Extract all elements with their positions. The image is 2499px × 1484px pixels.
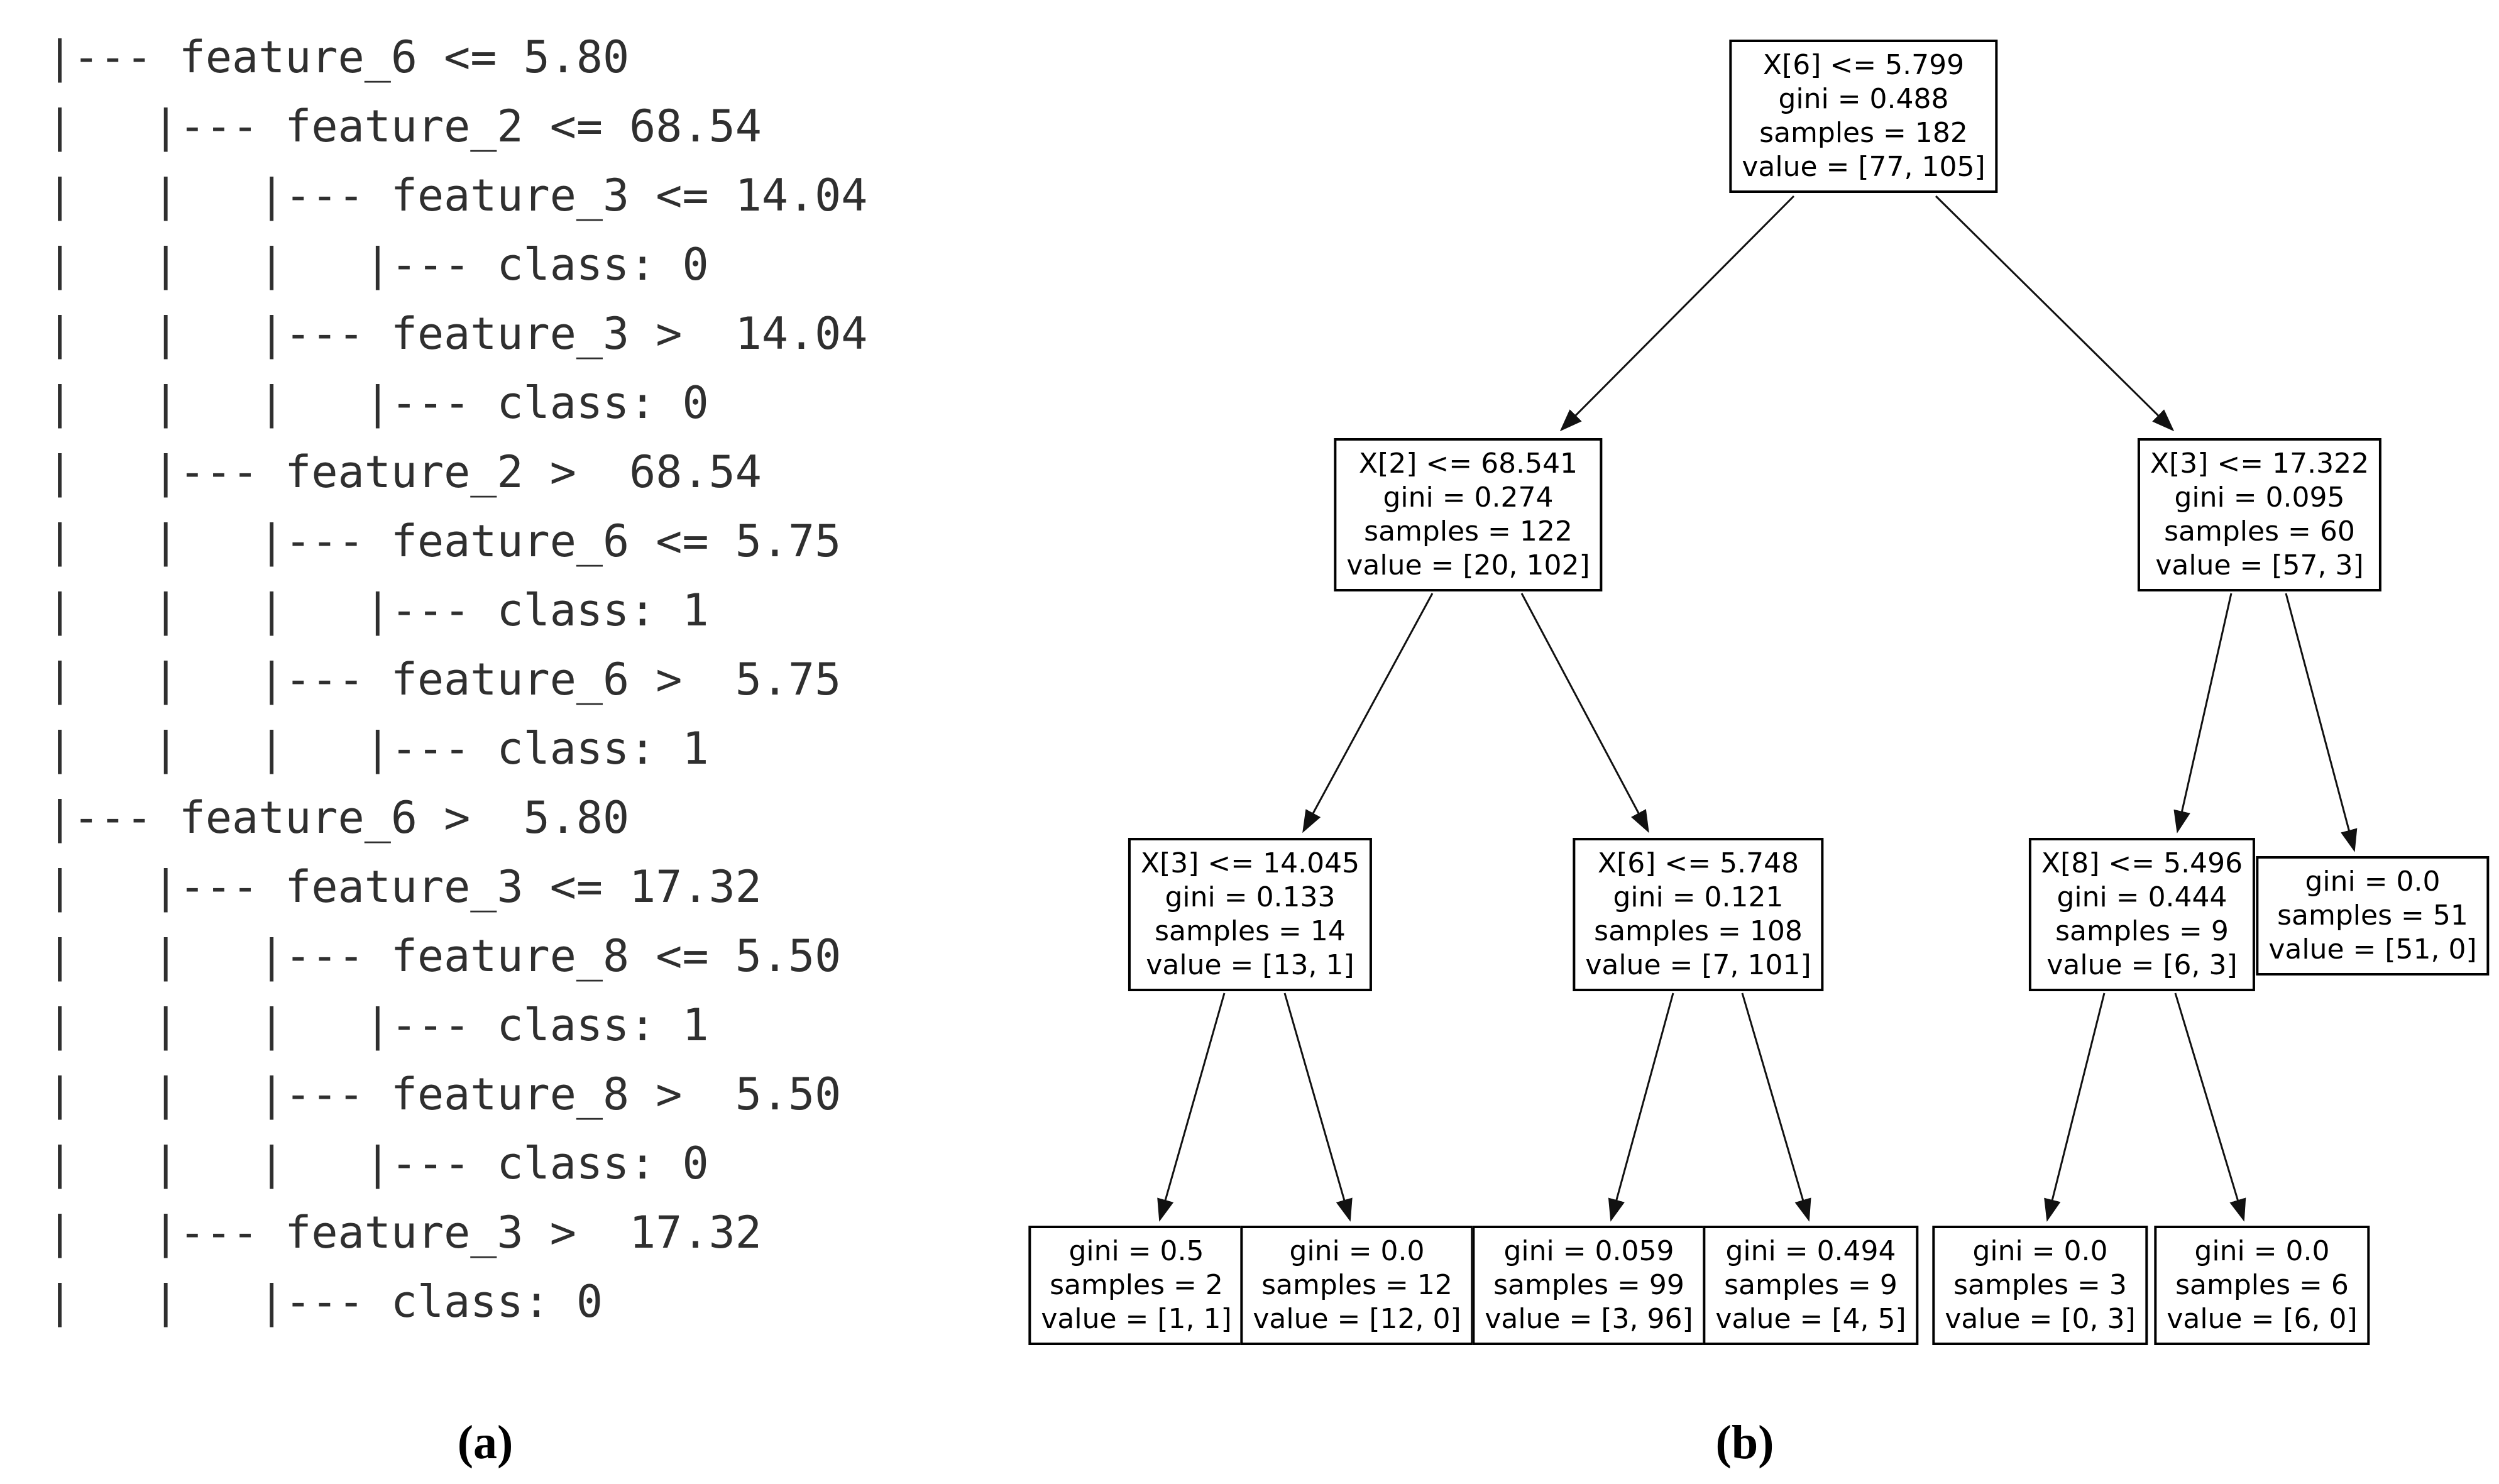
tree-edge-x8-left	[2044, 992, 2106, 1222]
node-samples: samples = 9	[1724, 1269, 1898, 1301]
node-value: value = [77, 105]	[1742, 151, 1985, 183]
node-gini: gini = 0.274	[1383, 481, 1554, 514]
node-samples: samples = 51	[2277, 899, 2468, 932]
tree-node-x2: X[2] <= 68.541 gini = 0.274 samples = 12…	[1334, 438, 1603, 591]
node-gini: gini = 0.0	[1289, 1235, 1425, 1267]
node-samples: samples = 3	[1953, 1269, 2127, 1301]
node-value: value = [6, 3]	[2046, 949, 2238, 981]
node-condition: X[3] <= 17.322	[2150, 448, 2370, 480]
tree-leaf-4: gini = 0.494 samples = 9 value = [4, 5]	[1703, 1226, 1919, 1345]
tree-leaf-5: gini = 0.0 samples = 3 value = [0, 3]	[1932, 1226, 2148, 1345]
tree-edge-x3-right	[2285, 593, 2358, 852]
text-tree-export: |--- feature_6 <= 5.80 | |--- feature_2 …	[47, 31, 868, 1327]
node-value: value = [51, 0]	[2268, 933, 2477, 965]
tree-node-root: X[6] <= 5.799 gini = 0.488 samples = 182…	[1729, 40, 1998, 193]
tree-leaf-1: gini = 0.5 samples = 2 value = [1, 1]	[1028, 1226, 1244, 1345]
tree-edge-x8-right	[2174, 992, 2246, 1222]
tree-leaf-3: gini = 0.059 samples = 99 value = [3, 96…	[1472, 1226, 1706, 1345]
tree-edge-root-left	[1559, 195, 1795, 432]
tree-node-x3-14: X[3] <= 14.045 gini = 0.133 samples = 14…	[1128, 838, 1373, 991]
node-gini: gini = 0.0	[1972, 1235, 2108, 1267]
node-gini: gini = 0.059	[1503, 1235, 1674, 1267]
tree-leaf-6: gini = 0.0 samples = 6 value = [6, 0]	[2154, 1226, 2370, 1345]
tree-edge-root-right	[1935, 195, 2175, 432]
tree-node-x6-5748: X[6] <= 5.748 gini = 0.121 samples = 108…	[1573, 838, 1824, 991]
node-samples: samples = 108	[1594, 915, 1803, 947]
tree-node-x8: X[8] <= 5.496 gini = 0.444 samples = 9 v…	[2028, 838, 2256, 991]
node-gini: gini = 0.444	[2057, 881, 2227, 913]
node-samples: samples = 2	[1050, 1269, 1223, 1301]
node-condition: X[3] <= 14.045	[1140, 847, 1360, 879]
node-value: value = [20, 102]	[1346, 549, 1590, 581]
node-value: value = [13, 1]	[1146, 949, 1354, 981]
tree-edge-x6-left	[1608, 992, 1674, 1222]
node-samples: samples = 6	[2175, 1269, 2349, 1301]
node-condition: X[8] <= 5.496	[2041, 847, 2243, 879]
caption-b: (b)	[1715, 1416, 1774, 1469]
node-value: value = [57, 3]	[2155, 549, 2364, 581]
caption-a: (a)	[457, 1416, 514, 1469]
node-gini: gini = 0.0	[2305, 866, 2441, 898]
node-samples: samples = 99	[1493, 1269, 1684, 1301]
node-value: value = [12, 0]	[1253, 1303, 1461, 1335]
node-condition: X[6] <= 5.748	[1597, 847, 1799, 879]
node-value: value = [0, 3]	[1945, 1303, 2136, 1335]
node-samples: samples = 14	[1155, 915, 1346, 947]
tree-edge-x314-left	[1157, 992, 1226, 1222]
tree-edge-x2-right	[1520, 593, 1649, 833]
node-value: value = [1, 1]	[1041, 1303, 1232, 1335]
node-gini: gini = 0.0	[2194, 1235, 2330, 1267]
tree-node-x3-17: X[3] <= 17.322 gini = 0.095 samples = 60…	[2137, 438, 2382, 591]
tree-edge-x3-left	[2173, 593, 2233, 833]
node-gini: gini = 0.5	[1068, 1235, 1204, 1267]
node-value: value = [7, 101]	[1585, 949, 1811, 981]
node-value: value = [4, 5]	[1715, 1303, 1906, 1335]
node-gini: gini = 0.488	[1778, 83, 1949, 115]
node-value: value = [3, 96]	[1485, 1303, 1693, 1335]
tree-edge-x314-right	[1283, 992, 1353, 1222]
tree-leaf-2: gini = 0.0 samples = 12 value = [12, 0]	[1240, 1226, 1474, 1345]
tree-edge-x2-left	[1302, 593, 1434, 833]
node-gini: gini = 0.133	[1165, 881, 1336, 913]
node-samples: samples = 12	[1261, 1269, 1453, 1301]
node-gini: gini = 0.121	[1613, 881, 1784, 913]
node-samples: samples = 60	[2164, 515, 2355, 547]
tree-leaf-51: gini = 0.0 samples = 51 value = [51, 0]	[2256, 856, 2490, 976]
node-samples: samples = 182	[1759, 117, 1968, 149]
node-gini: gini = 0.494	[1725, 1235, 1896, 1267]
node-samples: samples = 9	[2055, 915, 2229, 947]
node-value: value = [6, 0]	[2167, 1303, 2358, 1335]
node-condition: X[2] <= 68.541	[1358, 448, 1578, 480]
node-gini: gini = 0.095	[2174, 481, 2345, 514]
node-condition: X[6] <= 5.799	[1762, 49, 1965, 81]
tree-edge-x6-right	[1741, 992, 1811, 1222]
node-samples: samples = 122	[1364, 515, 1573, 547]
